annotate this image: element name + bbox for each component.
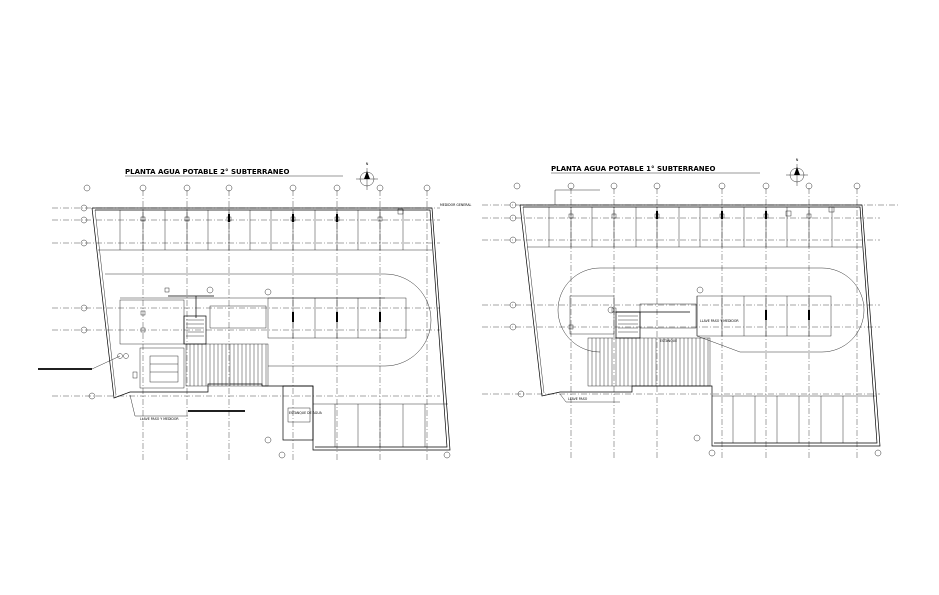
annotations: LLAVE PASO LLAVE PASO Y MEDIDOR bbox=[554, 189, 739, 403]
ramp-hatch bbox=[185, 343, 269, 387]
tank-label: ESTANQUE DE AGUA bbox=[289, 411, 323, 415]
note-left-bottom: LLAVE PASO Y MEDIDOR bbox=[140, 417, 179, 421]
annotations: LLAVE PASO Y MEDIDOR MEDIDOR GENERAL bbox=[38, 203, 471, 421]
building-core bbox=[568, 286, 704, 339]
axis-markers-left bbox=[509, 201, 525, 398]
axis-markers-top bbox=[513, 182, 861, 190]
tank-room: ESTANQUE DE AGUA bbox=[282, 385, 323, 441]
axis-markers-top bbox=[83, 184, 431, 192]
grid-lines bbox=[52, 190, 440, 460]
svg-text:N: N bbox=[796, 158, 799, 162]
svg-text:N: N bbox=[366, 162, 369, 166]
parking-stalls-bottom bbox=[264, 403, 451, 459]
tank-label: ESTANQUE bbox=[660, 339, 677, 343]
north-arrow-icon: N bbox=[786, 158, 808, 186]
parking-stalls-top bbox=[98, 208, 432, 251]
note-bottom: MEDIDOR GENERAL bbox=[440, 203, 471, 207]
note-left: LLAVE PASO bbox=[568, 397, 588, 401]
building-core bbox=[119, 286, 272, 345]
note-bottom: LLAVE PASO Y MEDIDOR bbox=[700, 319, 739, 323]
ramp-hatch: ESTANQUE bbox=[587, 337, 711, 387]
parking-stalls-bottom bbox=[693, 395, 882, 457]
equipment-area bbox=[117, 347, 185, 389]
parking-stalls-top bbox=[527, 206, 862, 248]
north-arrow-icon: N bbox=[356, 162, 378, 190]
plan-right-title: PLANTA AGUA POTABLE 1° SUBTERRANEO bbox=[551, 165, 715, 173]
plan-right: PLANTA AGUA POTABLE 1° SUBTERRANEO N bbox=[482, 158, 900, 458]
plan-left-title: PLANTA AGUA POTABLE 2° SUBTERRANEO bbox=[125, 168, 289, 176]
plan-left: PLANTA AGUA POTABLE 2° SUBTERRANEO N bbox=[38, 162, 471, 460]
grid-lines bbox=[482, 188, 900, 458]
parking-island bbox=[267, 297, 407, 339]
parking-island bbox=[696, 295, 832, 353]
